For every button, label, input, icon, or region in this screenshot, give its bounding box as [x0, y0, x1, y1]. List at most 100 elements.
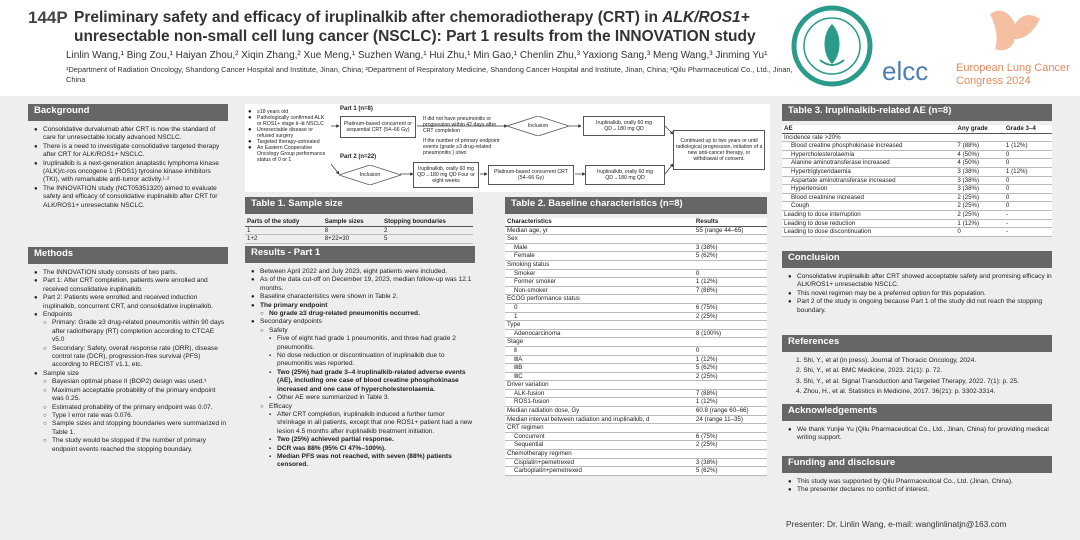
table-header-cell: Stopping boundaries [381, 218, 473, 227]
table-cell: Aspartate aminotransferase increased [782, 176, 956, 186]
ack-section: Acknowledgements We thank Yunjie Yu (Qil… [782, 404, 1052, 443]
table-cell: 0 [505, 303, 694, 313]
methods-item: Secondary: Safety, overall response rate… [34, 345, 228, 370]
table-cell: 5 (62%) [693, 466, 767, 476]
eligibility-item: An Eastern Cooperative Oncology Group pe… [248, 145, 330, 163]
methods-item: Maximum acceptable probability of the pr… [34, 387, 228, 404]
table-cell: 1 (12%) [955, 219, 1004, 229]
table3-heading: Table 3. Iruplinalkib-related AE (n=8) [782, 104, 1052, 121]
table-cell: Blood creatinine increased [782, 193, 956, 203]
table-cell: 24 (range 11–35) [693, 415, 767, 425]
funding-list: This study was supported by Qilu Pharmac… [782, 478, 1052, 495]
table-cell: 6 (75%) [693, 432, 767, 442]
table-cell: - [1003, 210, 1052, 220]
methods-item: Estimated probability of the primary end… [34, 404, 228, 413]
conclusion-item: Consolidative iruplinalkib after CRT sho… [788, 273, 1052, 290]
results-item: Two (25%) had grade 3–4 iruplinalkib-rel… [251, 369, 475, 394]
methods-section: Methods The INNOVATION study consists of… [28, 247, 228, 454]
table-cell: - [1003, 219, 1052, 229]
table-cell: 5 (62%) [693, 363, 767, 373]
table-cell: Blood creatine phosphokinase increased [782, 141, 956, 151]
table-cell: Sex [505, 234, 694, 244]
table-cell: Leading to dose discontinuation [782, 227, 956, 237]
results-item: Five of eight had grade 1 pneumonitis, a… [251, 335, 475, 352]
table-cell: 60.8 (range 60–66) [693, 406, 767, 416]
inclusion-label: Inclusion [359, 172, 381, 178]
background-list: Consolidative durvalumab after CRT is no… [28, 126, 228, 210]
table-cell: Sequential [505, 440, 694, 451]
results-item: Secondary endpoints [251, 318, 475, 327]
table2-heading: Table 2. Baseline characteristics (n=8) [505, 197, 767, 214]
table-cell: Cisplatin+pemetrexed [505, 458, 694, 468]
background-heading: Background [28, 104, 228, 121]
table-cell: Hypertension [782, 184, 956, 194]
affiliations: ¹Department of Radiation Oncology, Shand… [66, 65, 793, 84]
methods-item: Type I error rate was 0.076. [34, 412, 228, 421]
table-cell: Median interval between radiation and ir… [505, 415, 694, 425]
table-header-cell: AE [782, 125, 956, 134]
background-item: Consolidative durvalumab after CRT is no… [34, 126, 228, 143]
table1-heading: Table 1. Sample size [245, 197, 473, 214]
table-cell [693, 234, 767, 244]
ack-item: We thank Yunjie Yu (Qilu Pharmaceutical … [788, 426, 1052, 443]
methods-item: The study would be stopped if the number… [34, 437, 228, 454]
table-row: Stage [505, 337, 767, 347]
part1-label: Part 1 (n=8) [340, 106, 373, 112]
table-cell [693, 380, 767, 390]
table-cell [693, 320, 767, 330]
table-cell: 0 [1003, 184, 1052, 194]
table-cell: ⅢC [505, 372, 694, 382]
table-cell: 1 (12%) [693, 355, 767, 365]
table-cell [1003, 133, 1052, 143]
table-cell: 0 [955, 227, 1004, 237]
table-cell: 1 (12%) [1003, 141, 1052, 151]
reference-item: 4. Zhou, H., et al. Statistics in Medici… [796, 388, 996, 396]
table-cell: 3 (38%) [955, 176, 1004, 186]
table-cell [693, 337, 767, 347]
methods-item: Primary: Grade ≥3 drug-related pneumonit… [34, 319, 228, 344]
table-cell: Hypercholesterolaemia [782, 150, 956, 160]
results-item: Safety [251, 327, 475, 336]
table-cell: 8 (100%) [693, 329, 767, 339]
results-section: Results - Part 1 Between April 2022 and … [245, 246, 475, 470]
induction-box: Iruplinalkib, orally 60 mg QD→180 mg QD … [413, 162, 479, 188]
table-cell [693, 449, 767, 459]
inclusion-diamond-2: Inclusion [339, 165, 401, 185]
study-design-diagram: ≥18 years oldPathologically confirmed AL… [245, 104, 770, 192]
table-cell: Incidence rate >20% [782, 133, 956, 143]
table-cell: 3 (38%) [693, 243, 767, 253]
funding-section: Funding and disclosure This study was su… [782, 456, 1052, 495]
funding-heading: Funding and disclosure [782, 456, 1052, 473]
table-cell: Adenocarcinoma [505, 329, 694, 339]
references-list: 1. Shi, Y., et al (in press). Journal of… [782, 357, 1052, 397]
table-cell: Hypertriglyceridaemia [782, 167, 956, 177]
references-section: References 1. Shi, Y., et al (in press).… [782, 335, 1052, 399]
table-cell: ⅢB [505, 363, 694, 373]
background-section: Background Consolidative durvalumab afte… [28, 104, 228, 210]
table-cell: Leading to dose interruption [782, 210, 956, 220]
table-row: Smoking status [505, 260, 767, 270]
methods-item: Bayesian optimal phase II (BOP2) design … [34, 378, 228, 387]
table-cell [955, 133, 1004, 143]
table-cell: 1 [505, 312, 694, 322]
references-heading: References [782, 335, 1052, 352]
no-progression-note: If did not have pneumonitis or progressi… [423, 116, 497, 134]
table-cell: 0 [1003, 158, 1052, 168]
table2-section: Table 2. Baseline characteristics (n=8) … [505, 197, 767, 476]
poster-id: 144P [28, 8, 68, 27]
eligibility-item: Pathologically confirmed ALK or ROS1+ st… [248, 115, 330, 127]
results-item: Other AE were summarized in Table 3. [251, 394, 475, 403]
